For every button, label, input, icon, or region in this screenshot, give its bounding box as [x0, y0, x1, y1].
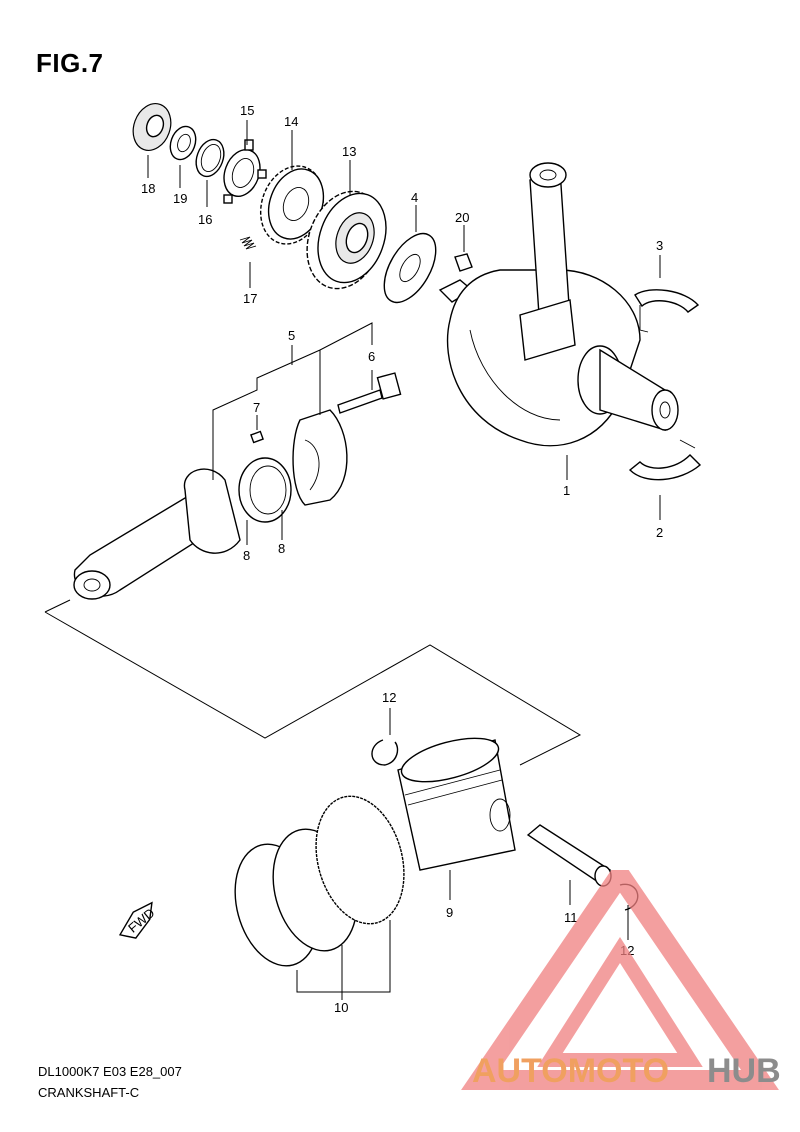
connecting-rod-part-5 [73, 468, 241, 600]
washer-part-19 [169, 125, 197, 161]
washer-part-4 [383, 232, 437, 304]
watermark-text-automoto: AUTOMOTO [472, 1052, 669, 1090]
forward-direction-arrow: FWD [118, 901, 157, 939]
bolt-part-6 [337, 372, 402, 414]
bearing-part-8 [238, 457, 292, 523]
circlip-part-12-left [371, 739, 399, 766]
piston-part-9 [397, 737, 516, 871]
callout-5: 5 [288, 328, 295, 343]
callout-16: 16 [198, 212, 212, 227]
callout-3: 3 [656, 238, 663, 253]
automotohub-watermark-logo: AUTOMOTO HUB [461, 870, 781, 1090]
callout-15: 15 [240, 103, 254, 118]
callout-20: 20 [455, 210, 469, 225]
callout-6: 6 [368, 349, 375, 364]
callout-2: 2 [656, 525, 663, 540]
callout-13: 13 [342, 144, 356, 159]
key-part-20 [454, 253, 473, 272]
gear-part-13 [306, 190, 387, 290]
callout-17: 17 [243, 291, 257, 306]
pin-part-7 [250, 430, 264, 444]
callout-19: 19 [173, 191, 187, 206]
bearing-part-2 [628, 439, 702, 481]
connecting-rod-upper [519, 162, 576, 361]
callout-14: 14 [284, 114, 298, 129]
callout-1: 1 [563, 483, 570, 498]
callout-9: 9 [446, 905, 453, 920]
callout-11: 11 [564, 910, 578, 925]
figure-title: FIG.7 [36, 48, 104, 78]
diagram-code: DL1000K7 E03 E28_007 [38, 1064, 182, 1079]
spring-part-17 [239, 236, 257, 250]
diagram-name: CRANKSHAFT-C [38, 1085, 140, 1100]
callout-10: 10 [334, 1000, 348, 1015]
gear-part-14 [259, 165, 325, 245]
circlip-part-16 [195, 138, 225, 178]
leader-lines [44, 120, 661, 766]
callout-8-left: 8 [243, 548, 250, 563]
lock-washer-part-15 [223, 139, 267, 204]
nut-part-18 [132, 103, 172, 151]
callout-7: 7 [253, 400, 260, 415]
callout-18: 18 [141, 181, 155, 196]
callout-12-top: 12 [382, 690, 396, 705]
piston-rings-part-10 [234, 795, 405, 1000]
callout-4: 4 [411, 190, 418, 205]
bearing-part-3 [634, 289, 700, 333]
watermark-text-hub: HUB [707, 1052, 781, 1090]
cap-part-5 [292, 409, 348, 506]
crankshaft-part-1 [438, 269, 679, 447]
callout-8-right: 8 [278, 541, 285, 556]
